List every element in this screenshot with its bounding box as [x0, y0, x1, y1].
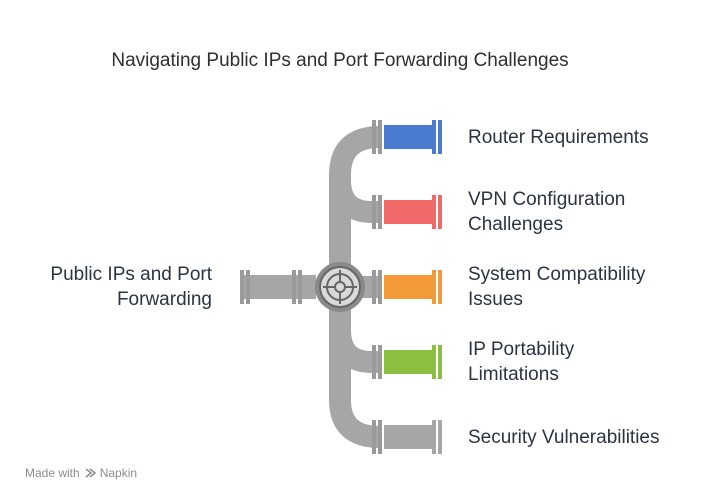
diagram-title: Navigating Public IPs and Port Forwardin… [111, 50, 569, 71]
branch-label-line1: Security Vulnerabilities [468, 427, 660, 448]
pipe-stub-4 [329, 329, 380, 373]
branch-label-line1: System Compatibility [468, 264, 646, 285]
branch-label-security-vulnerabilities: Security Vulnerabilities [468, 425, 660, 450]
branch-label-router-requirements: Router Requirements [468, 125, 649, 150]
source-label: Public IPs and Port Forwarding [20, 262, 212, 312]
branch-label-line1: VPN Configuration [468, 189, 626, 210]
branch-label-system-compatibility: System Compatibility Issues [468, 262, 645, 312]
footer-watermark: Made with Napkin [25, 466, 137, 480]
footer-brand: Napkin [99, 466, 138, 480]
napkin-logo-icon [85, 468, 96, 478]
branch-outlets [372, 120, 442, 454]
pipe-stub-2 [329, 179, 380, 223]
branch-label-line1: Router Requirements [468, 127, 649, 148]
branch-label-line2: Challenges [468, 214, 564, 235]
branch-outlet-2 [372, 195, 442, 229]
input-pipe [240, 270, 316, 304]
footer-prefix: Made with [25, 466, 80, 480]
branch-label-vpn-configuration: VPN Configuration Challenges [468, 187, 625, 237]
branch-outlet-5 [372, 420, 442, 454]
source-label-line1: Public IPs and Port [50, 264, 212, 285]
branch-outlet-1 [372, 120, 442, 154]
source-label-line2: Forwarding [116, 289, 212, 310]
branch-outlet-3 [372, 270, 442, 304]
branch-label-line1: IP Portability [468, 339, 575, 360]
valve-hub-icon [315, 262, 365, 312]
branch-label-line2: Limitations [468, 364, 559, 385]
branch-label-ip-portability: IP Portability Limitations [468, 337, 574, 387]
branch-label-line2: Issues [468, 289, 523, 310]
branch-outlet-4 [372, 345, 442, 379]
